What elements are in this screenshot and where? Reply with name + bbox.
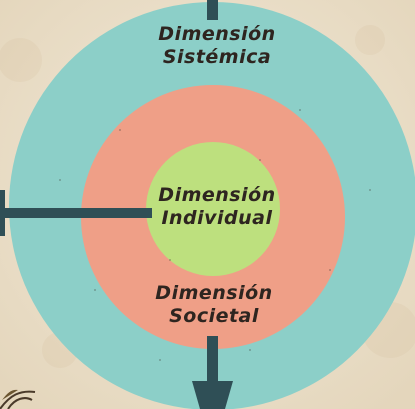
label-sistemica-line1: Dimensión xyxy=(158,23,275,46)
label-dimension-sistemica: Dimensión Sistémica xyxy=(158,23,275,69)
label-individual-line1: Dimensión xyxy=(158,184,275,207)
left-connector-cap xyxy=(0,190,5,236)
label-societal-line2: Societal xyxy=(155,305,272,328)
left-connector-bar xyxy=(0,208,152,218)
label-sistemica-line2: Sistémica xyxy=(158,46,275,69)
label-individual-line2: Individual xyxy=(158,207,275,230)
label-dimension-individual: Dimensión Individual xyxy=(158,184,275,230)
label-societal-line1: Dimensión xyxy=(155,282,272,305)
top-connector-bar xyxy=(207,0,218,20)
bottom-arrow-shaft xyxy=(207,336,218,381)
label-dimension-societal: Dimensión Societal xyxy=(155,282,272,328)
